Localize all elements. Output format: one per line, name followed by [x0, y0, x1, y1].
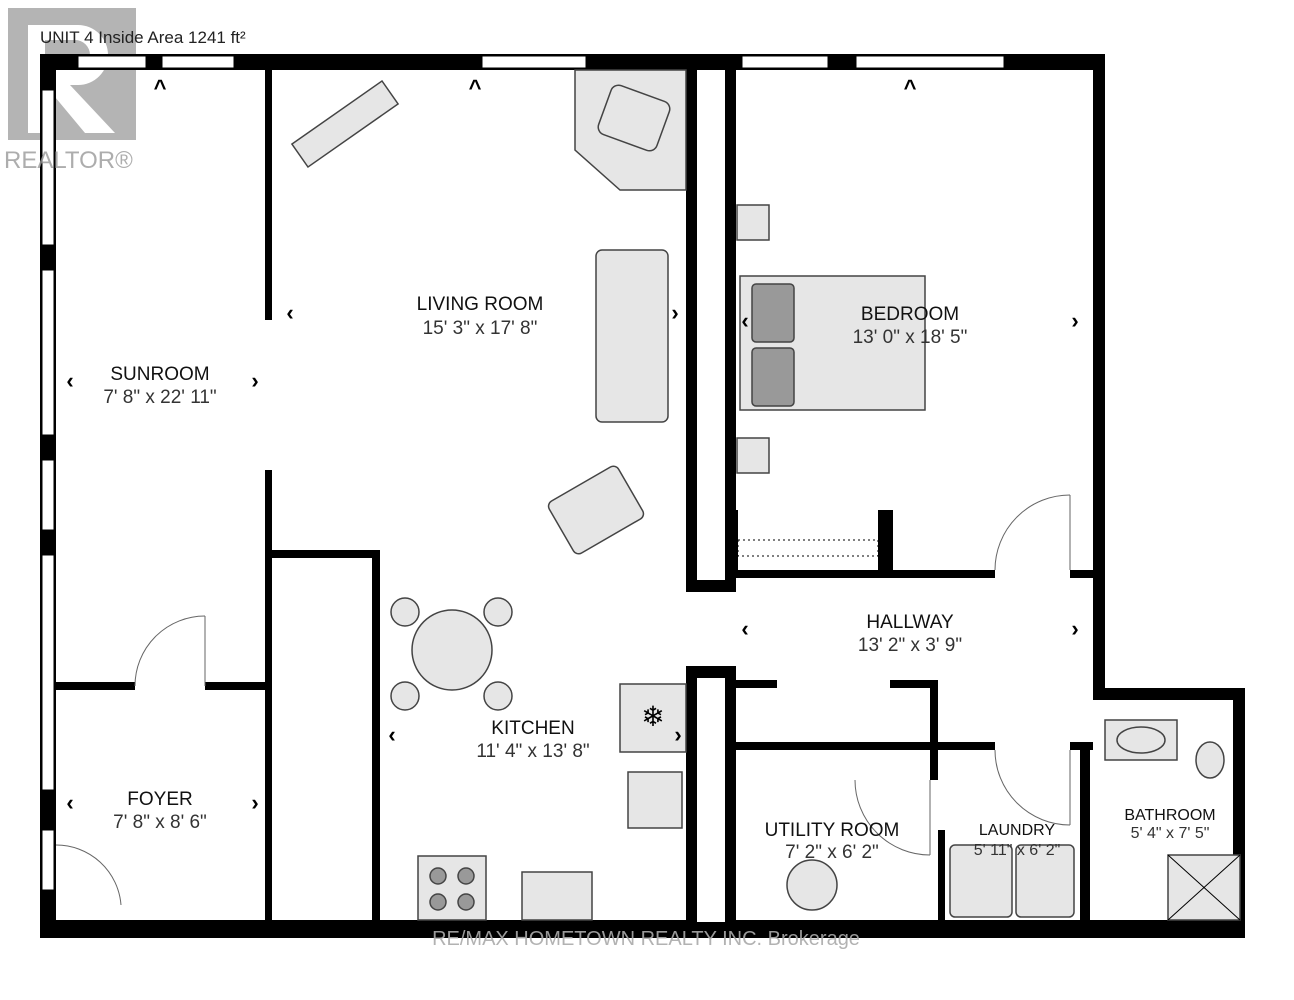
room-name: UTILITY ROOM — [765, 820, 900, 841]
fridge-snowflake-icon — [619, 683, 687, 753]
room-bathroom: BATHROOM 5' 4" x 7' 5" — [1124, 807, 1215, 842]
svg-text:‹: ‹ — [741, 308, 748, 333]
room-size: 5' 4" x 7' 5" — [1131, 825, 1210, 842]
brokerage-watermark: RE/MAX HOMETOWN REALTY INC. Brokerage — [432, 928, 860, 950]
svg-text:›: › — [671, 300, 678, 325]
room-hallway: HALLWAY 13' 2" x 3' 9" — [858, 612, 962, 656]
room-bedroom: BEDROOM 13' 0" x 18' 5" — [853, 304, 968, 348]
unit-area-title: UNIT 4 Inside Area 1241 ft² — [40, 28, 246, 47]
room-name: KITCHEN — [491, 718, 574, 739]
room-size: 11' 4" x 13' 8" — [476, 741, 589, 762]
interior-walls — [56, 66, 1093, 928]
room-name: LIVING ROOM — [417, 294, 544, 315]
svg-text:❄: ❄ — [641, 701, 664, 732]
room-laundry: LAUNDRY 5' 11" x 6' 2" — [974, 822, 1061, 859]
doors — [55, 494, 1071, 906]
room-name: HALLWAY — [866, 612, 954, 633]
room-name: BATHROOM — [1124, 807, 1215, 824]
svg-text:^: ^ — [904, 75, 917, 100]
room-size: 13' 0" x 18' 5" — [853, 327, 968, 348]
room-utility-room: UTILITY ROOM 7' 2" x 6' 2" — [765, 820, 900, 863]
svg-text:‹: ‹ — [388, 722, 395, 747]
svg-text:‹: ‹ — [741, 616, 748, 641]
room-size: 5' 11" x 6' 2" — [974, 842, 1061, 859]
svg-text:‹: ‹ — [286, 300, 293, 325]
room-size: 13' 2" x 3' 9" — [858, 635, 962, 656]
windows — [41, 55, 1005, 891]
dimension-arrows: ^ ^ ^ ‹ › ‹ › ‹ › ‹ › ‹ › ‹ › — [66, 75, 1078, 815]
svg-text:›: › — [674, 722, 681, 747]
room-sunroom: SUNROOM 7' 8" x 22' 11" — [103, 364, 216, 408]
svg-text:‹: ‹ — [66, 368, 73, 393]
room-size: 7' 8" x 22' 11" — [103, 387, 216, 408]
realtor-logo-text: REALTOR® — [4, 147, 133, 174]
room-name: LAUNDRY — [979, 822, 1056, 839]
room-name: FOYER — [127, 789, 192, 810]
room-size: 7' 8" x 8' 6" — [113, 812, 207, 833]
svg-text:›: › — [1071, 308, 1078, 333]
realtor-logo — [8, 8, 136, 140]
svg-text:^: ^ — [154, 75, 167, 100]
room-foyer: FOYER 7' 8" x 8' 6" — [113, 789, 207, 833]
svg-text:›: › — [251, 368, 258, 393]
svg-text:^: ^ — [469, 75, 482, 100]
svg-text:›: › — [1071, 616, 1078, 641]
room-size: 15' 3" x 17' 8" — [423, 318, 538, 339]
room-size: 7' 2" x 6' 2" — [785, 842, 879, 863]
room-living-room: LIVING ROOM 15' 3" x 17' 8" — [417, 294, 544, 339]
room-name: SUNROOM — [110, 364, 209, 385]
room-kitchen: KITCHEN 11' 4" x 13' 8" — [476, 718, 589, 762]
room-name: BEDROOM — [861, 304, 959, 325]
svg-text:‹: ‹ — [66, 790, 73, 815]
furniture: ❄ — [290, 69, 1241, 921]
svg-text:›: › — [251, 790, 258, 815]
